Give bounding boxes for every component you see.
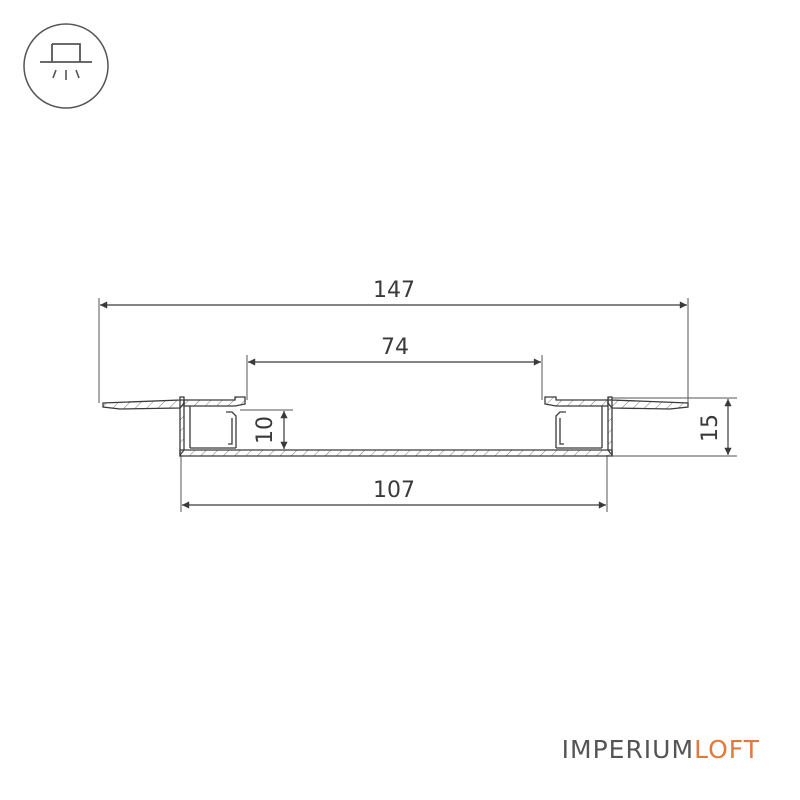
profile-cross-section [102,396,689,457]
recessed-ceiling-light-icon [23,23,109,109]
brand-part-2: LOFT [694,735,760,764]
label-total-height: 15 [698,414,723,442]
dimension-lines [99,301,732,509]
brand-logo: IMPERIUMLOFT [562,735,760,764]
label-inner-opening: 74 [381,335,409,360]
brand-part-1: IMPERIUM [561,735,695,764]
label-base-width: 107 [373,478,415,503]
label-overall-width: 147 [373,278,415,303]
label-inner-depth: 10 [253,416,278,444]
